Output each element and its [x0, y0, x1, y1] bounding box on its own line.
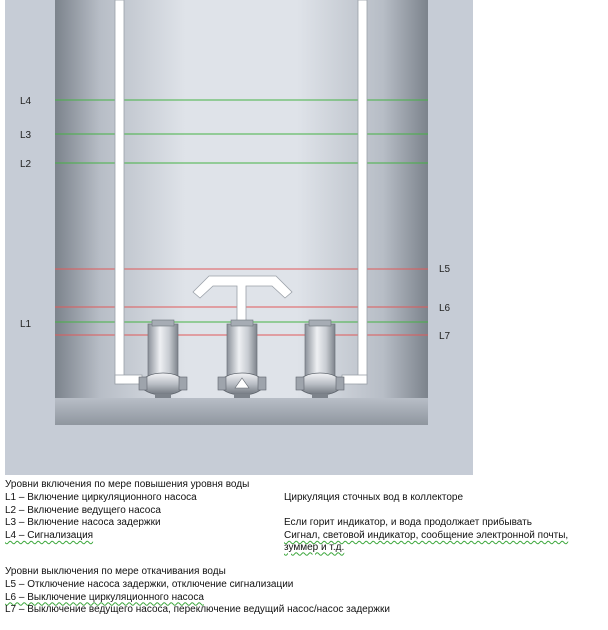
level-label-l6: L6 [439, 303, 451, 314]
well-floor [55, 398, 428, 425]
legend-item-l7: L7 – Выключение ведущего насоса, переклю… [5, 604, 390, 616]
legend-falling: Уровни выключения по мере откачивания во… [5, 566, 390, 617]
pump-left [138, 319, 188, 398]
legend-item-l2-text: L2 – Включение ведущего насоса [5, 504, 161, 516]
level-label-l4: L4 [20, 96, 32, 107]
pump-center [217, 319, 267, 398]
legend-rising: Уровни включения по мере повышения уровн… [5, 479, 532, 543]
level-label-l2: L2 [20, 159, 32, 170]
wet-well-diagram: L4 L3 L2 L1 L5 L6 L7 [5, 0, 473, 475]
legend-item-l4: L4 – Сигнализация [5, 530, 249, 543]
legend-rising-heading: Уровни включения по мере повышения уровн… [5, 479, 250, 490]
legend-falling-heading: Уровни выключения по мере откачивания во… [5, 566, 226, 577]
legend-item-l5: L5 – Отключение насоса задержки, отключе… [5, 578, 294, 590]
legend-item-l1-text: L1 – Включение циркуляционного насоса [5, 491, 197, 503]
legend-item-l1: L1 – Включение циркуляционного насоса Ци… [5, 491, 463, 505]
level-label-l7: L7 [439, 331, 451, 342]
level-label-l3: L3 [20, 130, 32, 141]
legend-item-l4-text: L4 – Сигнализация [5, 530, 94, 542]
pump-right [295, 319, 345, 398]
legend-item-l4-note: Сигнал, световой индикатор, сообщение эл… [284, 530, 569, 553]
legend-item-l3-text: L3 – Включение насоса задержки [5, 517, 161, 529]
legend-item-l3-note: Если горит индикатор, и вода продолжает … [284, 517, 532, 529]
legend-item-l3: L3 – Включение насоса задержки Если гори… [5, 517, 532, 530]
float-switch-symbol [192, 275, 293, 341]
level-label-l5: L5 [439, 264, 451, 275]
level-label-l1: L1 [20, 319, 32, 330]
legend-item-l2: L2 – Включение ведущего насоса [5, 505, 249, 518]
legend-item-l6: L6 – Выключение циркуляционного насоса [5, 591, 204, 603]
legend-item-l1-note: Циркуляция сточных вод в коллекторе [284, 491, 464, 503]
